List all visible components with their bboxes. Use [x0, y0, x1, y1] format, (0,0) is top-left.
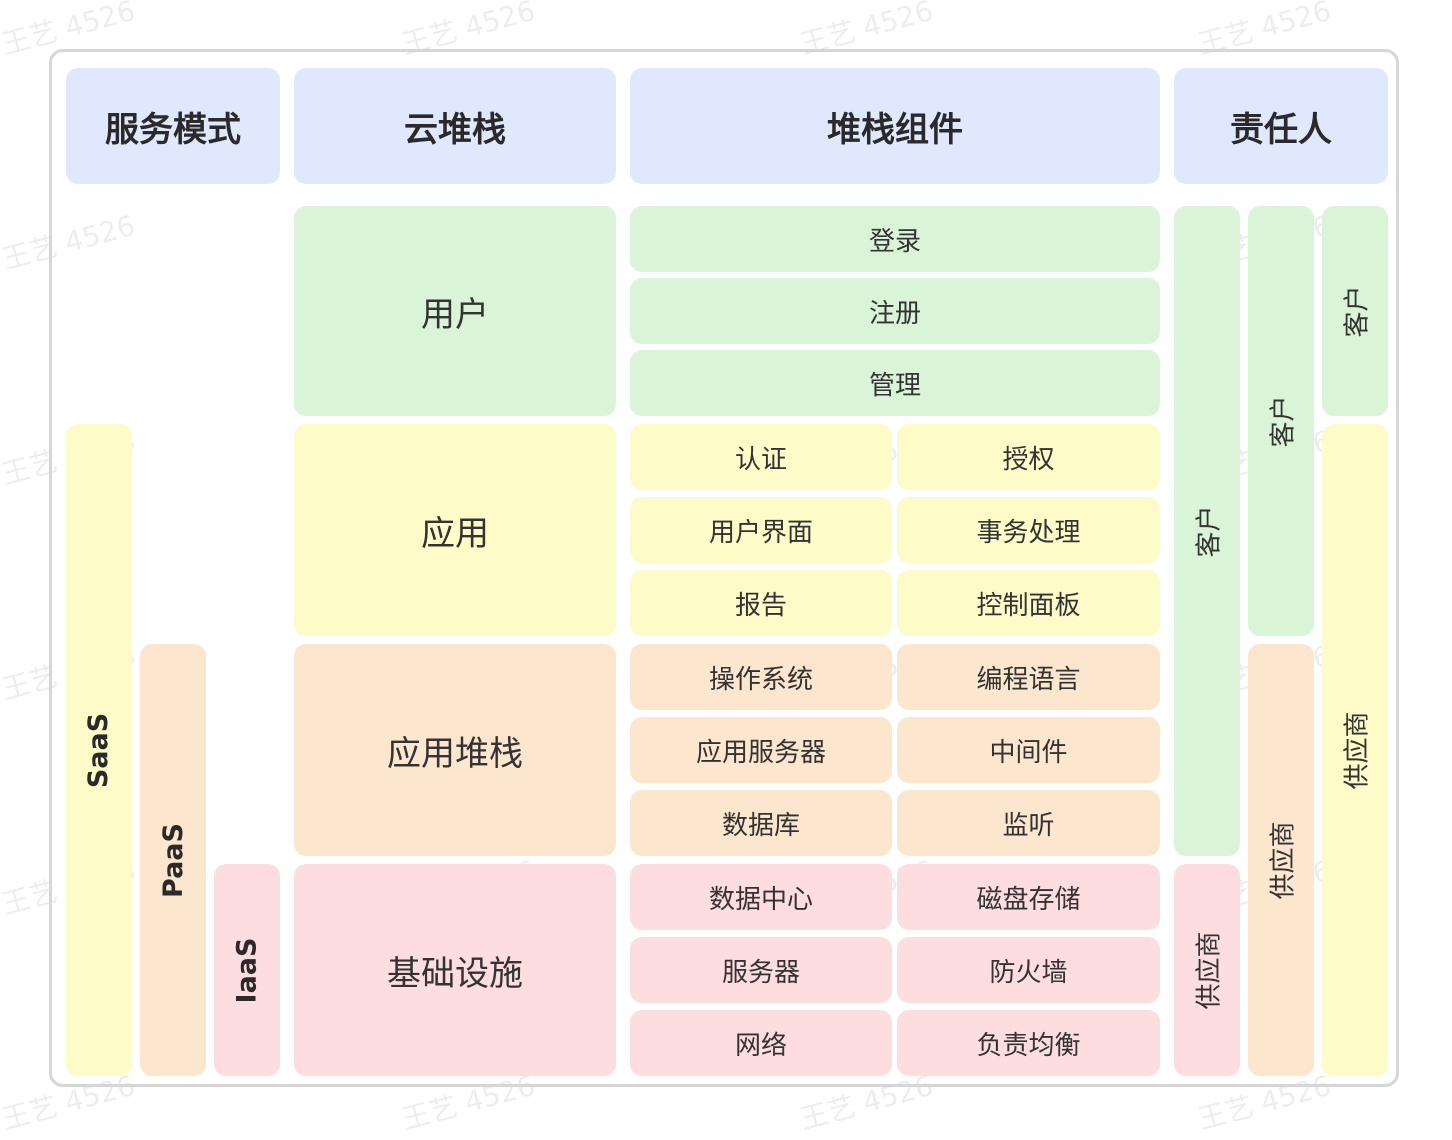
iaas-label: IaaS [231, 937, 263, 1003]
component-label: 编程语言 [976, 664, 1081, 695]
component-label: 事务处理 [976, 517, 1081, 548]
component-box: 网络 [630, 1010, 892, 1076]
component-label: 磁盘存储 [976, 884, 1081, 915]
component-label: 控制面板 [976, 590, 1081, 621]
iaas-bar: IaaS [214, 864, 280, 1076]
component-label: 数据库 [721, 810, 800, 841]
component-label: 数据中心 [708, 884, 813, 915]
layer-application: 应用 [294, 424, 616, 636]
owner-label: 供应商 [1194, 930, 1225, 1010]
component-box: 编程语言 [897, 644, 1160, 710]
component-label: 负责均衡 [976, 1030, 1081, 1061]
layer-app-stack: 应用堆栈 [294, 644, 616, 856]
component-label: 登录 [868, 226, 921, 257]
component-box: 防火墙 [897, 937, 1160, 1003]
component-box: 中间件 [897, 717, 1160, 783]
component-label: 监听 [1002, 810, 1055, 841]
component-label: 中间件 [989, 737, 1068, 768]
component-label: 授权 [1002, 444, 1055, 475]
owner-label: 客户 [1342, 284, 1373, 338]
component-box: 注册 [630, 278, 1160, 344]
component-box: 登录 [630, 206, 1160, 272]
owner-paas-customer: 客户 [1248, 206, 1314, 636]
owner-iaas-customer: 客户 [1174, 206, 1240, 856]
saas-label: SaaS [83, 712, 115, 788]
owner-label: 客户 [1268, 394, 1299, 448]
component-box: 报告 [630, 570, 892, 636]
component-label: 报告 [734, 590, 787, 621]
component-box: 磁盘存储 [897, 864, 1160, 930]
component-box: 事务处理 [897, 497, 1160, 563]
component-label: 服务器 [721, 957, 800, 988]
layer-infrastructure: 基础设施 [294, 864, 616, 1076]
owner-paas-vendor: 供应商 [1248, 644, 1314, 1076]
component-box: 认证 [630, 424, 892, 490]
saas-bar: SaaS [66, 424, 132, 1076]
component-box: 数据库 [630, 790, 892, 856]
component-label: 应用服务器 [695, 737, 826, 768]
layer-user: 用户 [294, 206, 616, 416]
header-stack-components: 堆栈组件 [630, 68, 1160, 184]
header-service-model: 服务模式 [66, 68, 280, 184]
paas-bar: PaaS [140, 644, 206, 1076]
owner-label: 客户 [1194, 504, 1225, 558]
layer-application-label: 应用 [421, 513, 489, 554]
header-owner: 责任人 [1174, 68, 1388, 184]
paas-label: PaaS [157, 822, 189, 898]
owner-iaas-vendor: 供应商 [1174, 864, 1240, 1076]
component-label: 防火墙 [989, 957, 1068, 988]
component-label: 网络 [734, 1030, 787, 1061]
component-box: 管理 [630, 350, 1160, 416]
component-box: 数据中心 [630, 864, 892, 930]
owner-saas-vendor: 供应商 [1322, 424, 1388, 1076]
component-box: 用户界面 [630, 497, 892, 563]
component-box: 监听 [897, 790, 1160, 856]
component-box: 应用服务器 [630, 717, 892, 783]
component-label: 注册 [868, 298, 921, 329]
diagram-frame [49, 49, 1399, 1087]
component-label: 用户界面 [708, 517, 813, 548]
component-box: 控制面板 [897, 570, 1160, 636]
header-owner-label: 责任人 [1230, 109, 1332, 150]
layer-user-label: 用户 [421, 294, 489, 335]
layer-infrastructure-label: 基础设施 [387, 953, 523, 994]
header-service-model-label: 服务模式 [105, 109, 241, 150]
component-box: 负责均衡 [897, 1010, 1160, 1076]
component-box: 授权 [897, 424, 1160, 490]
component-box: 服务器 [630, 937, 892, 1003]
component-label: 操作系统 [708, 664, 813, 695]
component-label: 管理 [868, 370, 921, 401]
header-stack-components-label: 堆栈组件 [827, 109, 963, 150]
component-label: 认证 [734, 444, 787, 475]
header-cloud-stack: 云堆栈 [294, 68, 616, 184]
owner-label: 供应商 [1342, 710, 1373, 790]
layer-app-stack-label: 应用堆栈 [387, 733, 523, 774]
owner-label: 供应商 [1268, 820, 1299, 900]
header-cloud-stack-label: 云堆栈 [404, 109, 506, 150]
component-box: 操作系统 [630, 644, 892, 710]
owner-saas-customer: 客户 [1322, 206, 1388, 416]
